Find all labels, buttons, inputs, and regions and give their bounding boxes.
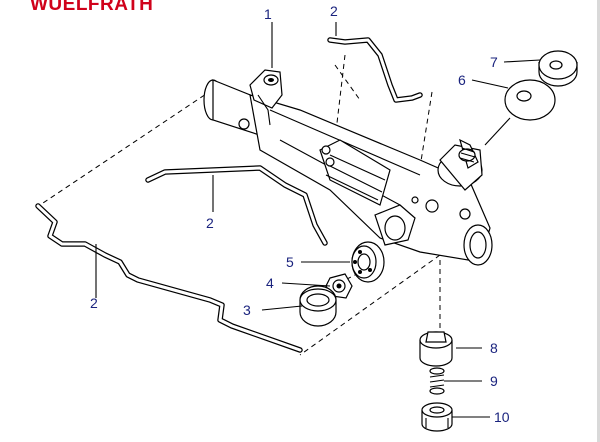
callout-6: 6 [458, 72, 466, 88]
washer-6 [504, 79, 556, 121]
callout-7: 7 [490, 54, 498, 70]
callout-2-bottom: 2 [90, 295, 98, 311]
mounting-clamp [249, 69, 283, 126]
adjuster-plug [421, 402, 453, 432]
steering-rack-housing [203, 79, 493, 266]
brand-text: WUELFRATH [30, 0, 154, 15]
callout-2-top: 2 [330, 3, 338, 19]
spring [429, 367, 445, 395]
bearing [351, 241, 385, 283]
callout-2-middle: 2 [206, 215, 214, 231]
callout-1: 1 [264, 6, 272, 22]
callout-9: 9 [490, 373, 498, 389]
callout-3: 3 [243, 302, 251, 318]
frame-edge [597, 0, 600, 442]
callout-4: 4 [266, 275, 274, 291]
long-feed-tube [35, 203, 303, 353]
end-cap [299, 285, 337, 327]
top-feed-tube [327, 37, 423, 103]
callout-numbers: 1 2 2 2 3 4 5 6 7 8 9 10 [90, 3, 510, 425]
callout-5: 5 [286, 254, 294, 270]
middle-feed-tube [145, 165, 328, 246]
callout-10: 10 [494, 409, 510, 425]
washer-7 [538, 50, 578, 87]
callout-leaders [95, 22, 541, 418]
thrust-piece [419, 331, 453, 367]
callout-8: 8 [490, 340, 498, 356]
